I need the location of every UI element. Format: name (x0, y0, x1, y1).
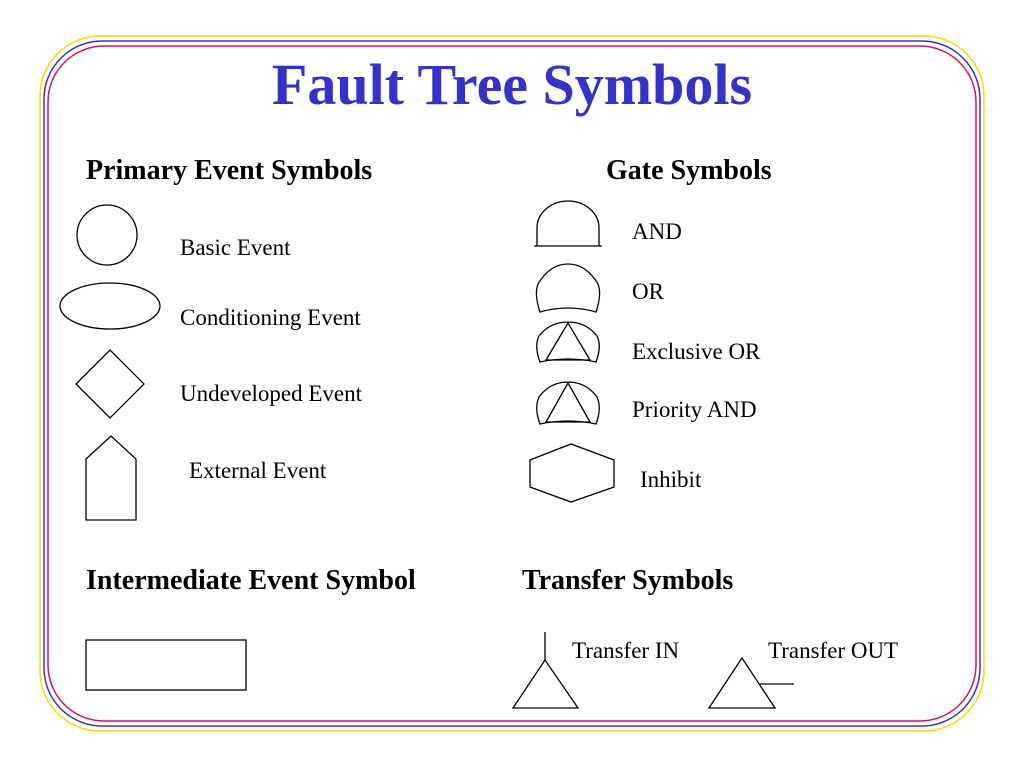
gate-symbols-heading: Gate Symbols (606, 155, 772, 186)
transfer-symbols-heading: Transfer Symbols (522, 565, 734, 596)
transfer-out-triangle-icon (707, 656, 794, 709)
and-gate-label: AND (632, 219, 682, 244)
slide-title: Fault Tree Symbols (271, 52, 753, 117)
and-gate-icon (534, 200, 602, 247)
hexagon-icon (529, 443, 615, 503)
or-gate-label: OR (632, 279, 664, 304)
rectangle-icon (85, 639, 247, 691)
or-gate-icon (535, 263, 601, 313)
xor-gate-label: Exclusive OR (632, 339, 761, 364)
inhibit-label: Inhibit (640, 467, 702, 492)
ellipse-icon (59, 282, 161, 330)
priority-and-gate-icon (536, 381, 600, 425)
xor-gate-icon (536, 321, 600, 363)
undeveloped-event-label: Undeveloped Event (180, 381, 363, 406)
primary-events-heading: Primary Event Symbols (86, 155, 373, 186)
transfer-in-label: Transfer IN (572, 638, 680, 663)
transfer-in-triangle-icon (511, 632, 580, 709)
conditioning-event-label: Conditioning Event (180, 305, 361, 330)
basic-event-label: Basic Event (180, 235, 291, 260)
house-icon (85, 435, 137, 521)
circle-icon (76, 204, 138, 266)
transfer-out-label: Transfer OUT (768, 638, 899, 663)
external-event-label: External Event (189, 458, 327, 483)
diamond-icon (75, 349, 145, 419)
intermediate-event-heading: Intermediate Event Symbol (86, 565, 416, 596)
priority-and-gate-label: Priority AND (632, 397, 757, 422)
